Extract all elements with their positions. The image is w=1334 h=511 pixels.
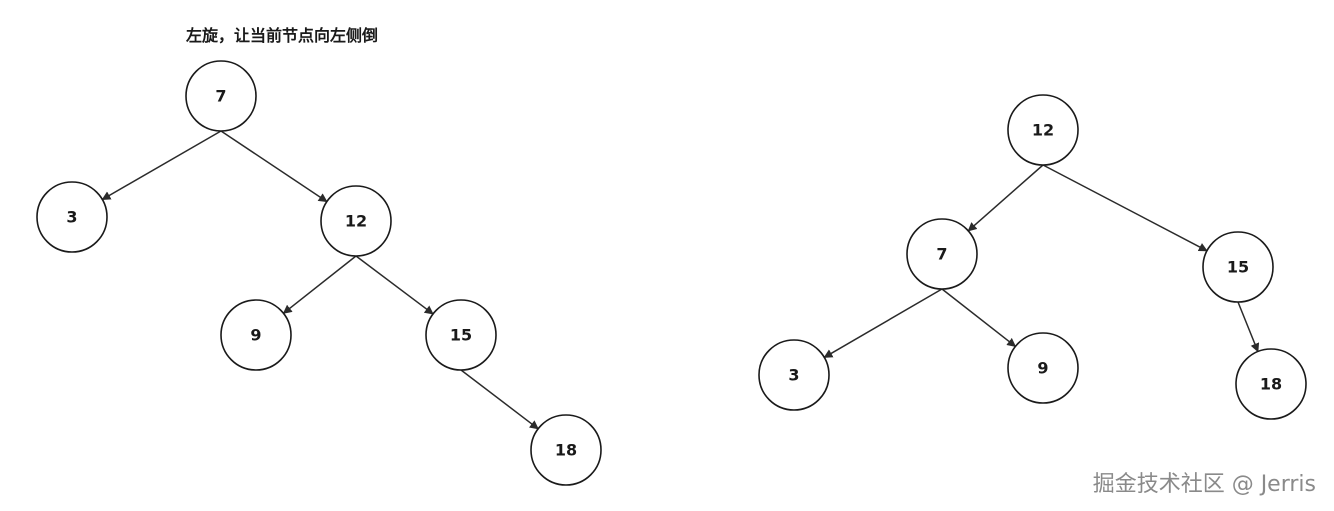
- tree-node-9: 9: [1007, 332, 1079, 404]
- edge-7-to-9: [941, 288, 1017, 348]
- diagram-title: 左旋，让当前节点向左侧倒: [186, 26, 379, 45]
- node-label: 18: [1260, 375, 1282, 394]
- tree-node-12: 12: [320, 185, 392, 257]
- node-circle: [530, 414, 602, 486]
- node-circle: [220, 299, 292, 371]
- node-circle: [425, 299, 497, 371]
- tree-node-3: 3: [36, 181, 108, 253]
- node-label: 15: [1227, 258, 1249, 277]
- tree-node-15: 15: [425, 299, 497, 371]
- node-circle: [906, 218, 978, 290]
- node-label: 18: [555, 441, 577, 460]
- edge-7-to-12: [220, 130, 328, 203]
- edge-15-to-18: [1237, 301, 1260, 353]
- tree-node-15: 15: [1202, 231, 1274, 303]
- edge-7-to-3: [823, 288, 943, 359]
- edge-12-to-9: [282, 255, 357, 314]
- tree-node-7: 7: [185, 60, 257, 132]
- tree-node-7: 7: [906, 218, 978, 290]
- node-circle: [1007, 94, 1079, 166]
- node-circle: [758, 339, 830, 411]
- node-circle: [1007, 332, 1079, 404]
- node-label: 9: [250, 326, 261, 345]
- node-label: 12: [345, 212, 367, 231]
- node-circle: [185, 60, 257, 132]
- tree-node-12: 12: [1007, 94, 1079, 166]
- edge-12-to-15: [355, 255, 434, 315]
- tree-node-18: 18: [530, 414, 602, 486]
- node-label: 15: [450, 326, 472, 345]
- tree-node-3: 3: [758, 339, 830, 411]
- node-circle: [1235, 348, 1307, 420]
- node-circle: [320, 185, 392, 257]
- edge-12-to-15: [1042, 164, 1208, 252]
- node-label: 9: [1037, 359, 1048, 378]
- node-circle: [1202, 231, 1274, 303]
- edge-7-to-3: [101, 130, 222, 201]
- tree-node-18: 18: [1235, 348, 1307, 420]
- watermark: 掘金技术社区 @ Jerris: [1092, 472, 1316, 497]
- edge-15-to-18: [460, 369, 539, 430]
- node-label: 3: [66, 208, 77, 227]
- tree-after-rotation: 12 7 15 3 9 18: [758, 94, 1307, 420]
- node-label: 7: [215, 87, 226, 106]
- tree-node-9: 9: [220, 299, 292, 371]
- node-label: 12: [1032, 121, 1054, 140]
- tree-before-rotation: 7 3 12 9 15 18: [36, 60, 602, 486]
- node-label: 7: [936, 245, 947, 264]
- node-label: 3: [788, 366, 799, 385]
- node-circle: [36, 181, 108, 253]
- edge-12-to-7: [967, 164, 1044, 232]
